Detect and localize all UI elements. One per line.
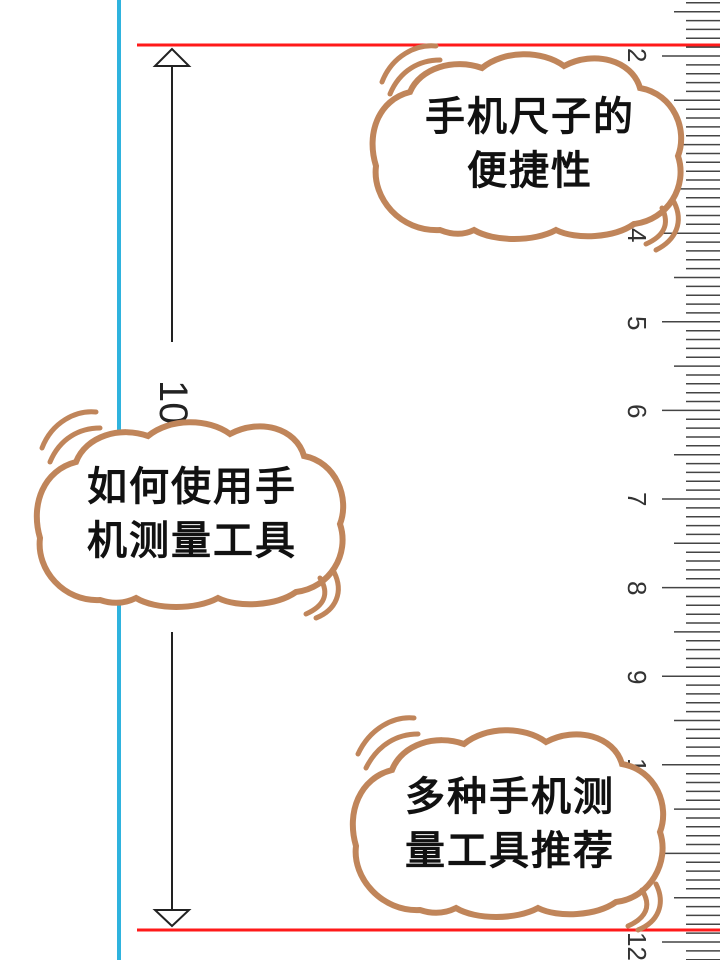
bubble-top-line1: 手机尺子的 [425,94,635,140]
ruler-number: 5 [622,316,652,330]
measurement-value: 10 [151,380,195,425]
ruler-number: 6 [622,404,652,418]
bubble-middle: 如何使用手 机测量工具 [33,404,350,621]
ruler-number: 2 [622,48,652,62]
ruler-ticks [662,2,720,960]
ruler-number: 4 [622,228,652,242]
triangle-up-icon [152,47,192,67]
bubble-bottom-line2: 量工具推荐 [405,828,615,874]
bubble-bottom: 多种手机测 量工具推荐 [349,714,670,933]
ruler-number: 12 [622,932,652,960]
bubble-middle-line2: 机测量工具 [87,518,297,564]
ruler-number: 8 [622,581,652,595]
ruler-number: 7 [622,492,652,506]
cloud-shape [349,715,667,933]
bubble-top: 手机尺子的 便捷性 [369,38,690,253]
ruler-number: 9 [622,670,652,684]
measurement-arrow: 10 [151,47,195,928]
cloud-shape [33,409,347,621]
cloud-shape [369,43,685,253]
triangle-down-icon [152,909,192,928]
bubble-top-line2: 便捷性 [467,148,593,194]
bubble-middle-line1: 如何使用手 [87,464,297,510]
bubble-bottom-line1: 多种手机测 [405,774,615,820]
